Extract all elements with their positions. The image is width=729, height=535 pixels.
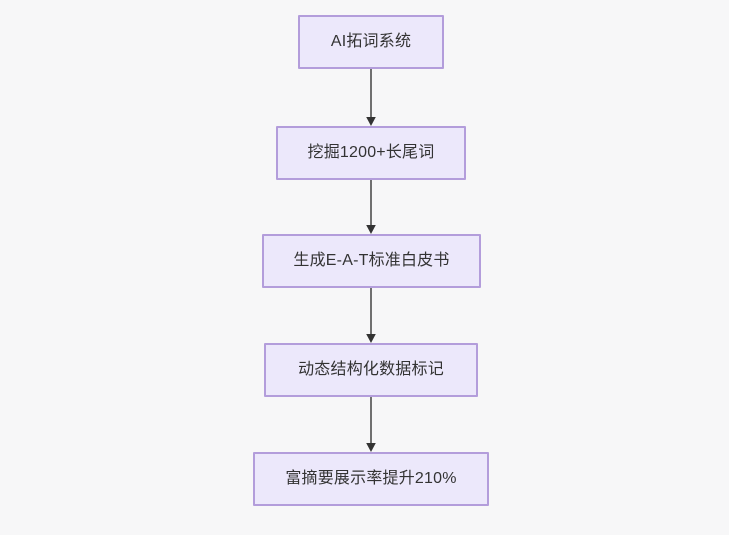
edge-arrowhead-icon (366, 225, 376, 234)
flow-node-dynamic-structured-data-markup[interactable]: 动态结构化数据标记 (264, 343, 478, 397)
edge-arrowhead-icon (366, 334, 376, 343)
flow-node-generate-eat-whitepaper[interactable]: 生成E-A-T标准白皮书 (262, 234, 481, 288)
flow-node-label: 富摘要展示率提升210% (285, 470, 457, 488)
flow-node-label: 生成E-A-T标准白皮书 (293, 252, 450, 270)
flow-node-ai-keyword-system[interactable]: AI拓词系统 (298, 15, 444, 69)
flow-node-label: AI拓词系统 (330, 33, 412, 51)
edge-node-2-to-node-3 (364, 180, 378, 234)
edge-node-1-to-node-2 (364, 69, 378, 126)
edge-arrowhead-icon (366, 443, 376, 452)
flow-node-label: 动态结构化数据标记 (298, 361, 444, 379)
edge-node-3-to-node-4 (364, 288, 378, 343)
edge-node-4-to-node-5 (364, 397, 378, 452)
flow-node-mine-longtail-keywords[interactable]: 挖掘1200+长尾词 (276, 126, 466, 180)
flow-node-label: 挖掘1200+长尾词 (307, 144, 435, 162)
edge-arrowhead-icon (366, 117, 376, 126)
flow-node-rich-snippet-impression-lift[interactable]: 富摘要展示率提升210% (253, 452, 489, 506)
